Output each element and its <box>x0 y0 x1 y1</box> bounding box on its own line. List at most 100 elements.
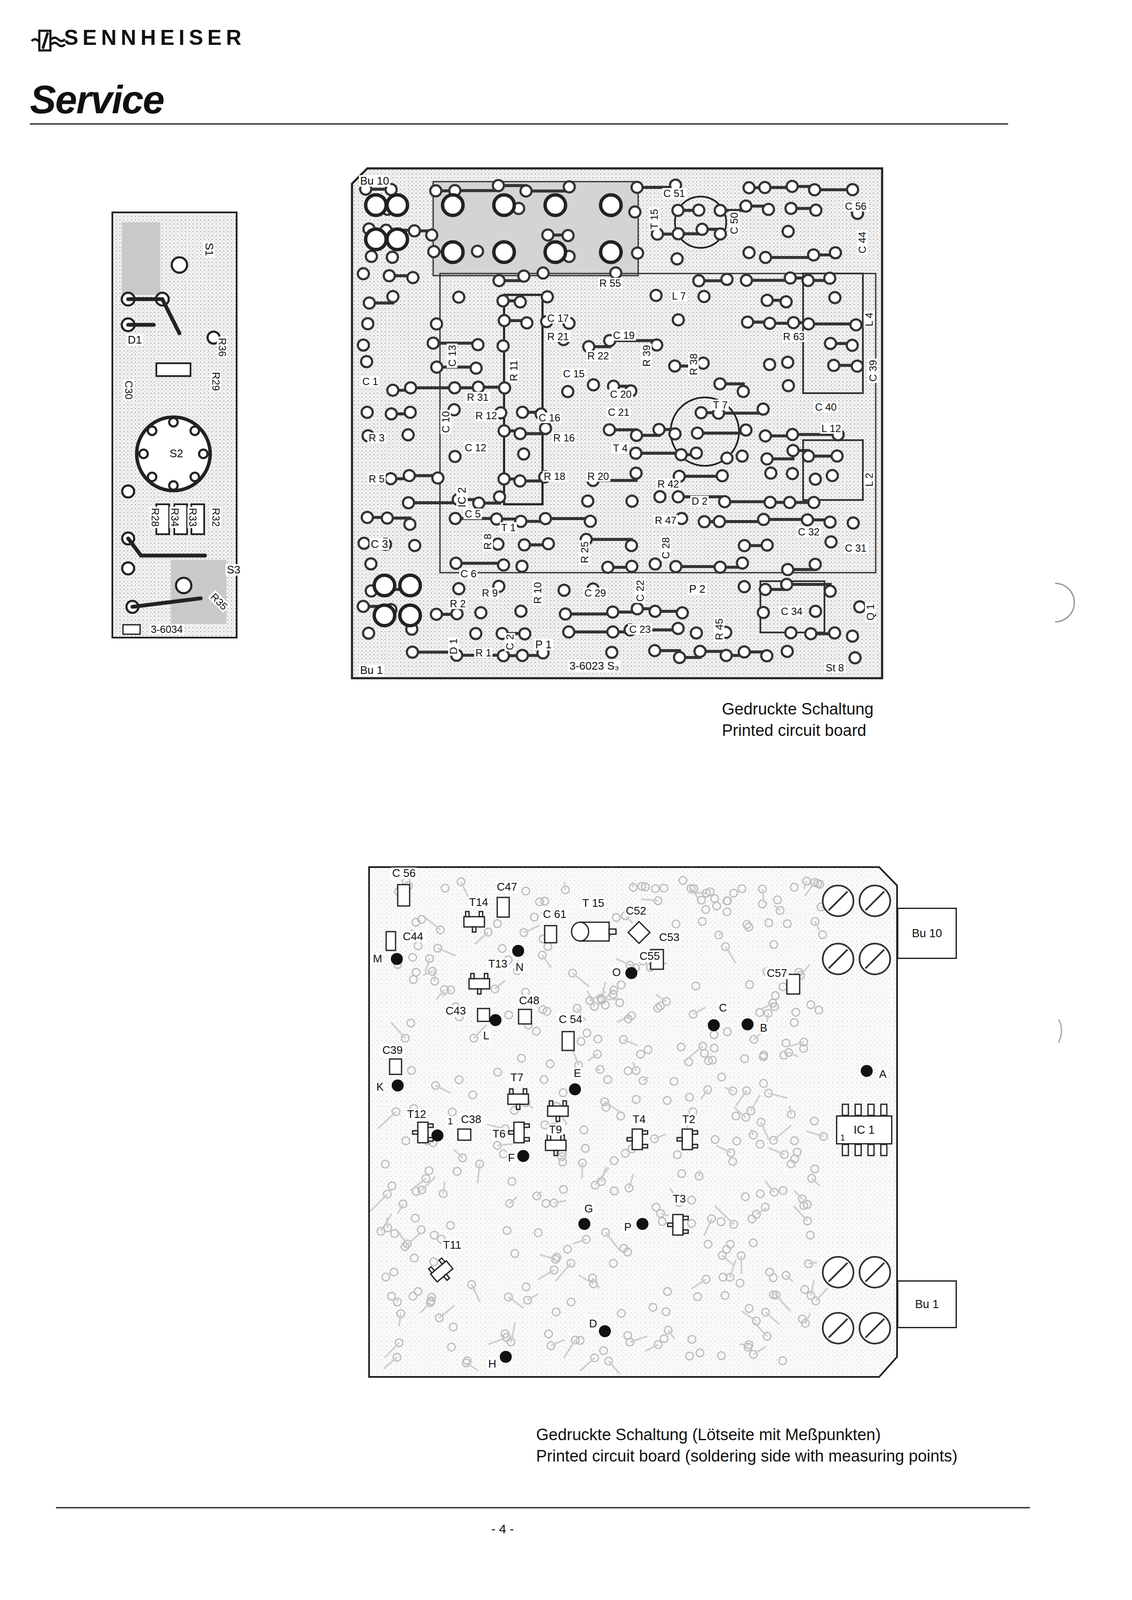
component-label: T7 <box>509 1071 525 1083</box>
faint-pad <box>388 1181 396 1190</box>
faint-pad <box>710 894 719 902</box>
faint-pad <box>583 1028 591 1037</box>
faint-pad <box>609 1258 618 1267</box>
punch-hole-mark <box>1055 583 1075 622</box>
component-label: T 4 <box>611 442 629 454</box>
solder-pad <box>764 317 776 329</box>
solder-pad <box>357 339 370 351</box>
faint-trace <box>398 1313 401 1326</box>
faint-pad <box>381 1159 390 1168</box>
faint-trace <box>750 1129 754 1135</box>
faint-trace <box>497 1143 513 1145</box>
solder-pad <box>520 185 532 197</box>
solder-pad <box>365 250 377 262</box>
component-label: T3 <box>671 1192 687 1205</box>
solder-pad <box>698 516 710 528</box>
solder-pad <box>518 448 530 460</box>
solder-pad <box>759 430 772 442</box>
solder-pad <box>432 472 444 484</box>
faint-pad <box>728 1157 737 1165</box>
copper-trace <box>675 566 721 568</box>
solder-pad <box>365 557 377 569</box>
faint-pad <box>559 1184 568 1193</box>
faint-pad <box>453 1167 461 1175</box>
solder-pad <box>516 406 528 418</box>
component-label: P 2 <box>687 583 707 595</box>
component-label: R36 <box>216 336 228 358</box>
measuring-point-label: C <box>717 1001 729 1014</box>
faint-trace <box>725 946 737 963</box>
solder-pad <box>602 561 614 573</box>
faint-pad <box>412 917 420 926</box>
faint-pad <box>806 1230 815 1239</box>
solder-pad <box>757 403 769 415</box>
faint-trace <box>753 1346 766 1354</box>
faint-pad <box>441 884 449 892</box>
component-label: C 10 <box>440 409 452 435</box>
solder-pad <box>738 580 750 593</box>
faint-pad <box>704 1056 713 1065</box>
solder-pad <box>764 496 776 508</box>
faint-pad <box>755 1008 764 1016</box>
solder-pad <box>427 337 439 349</box>
faint-pad <box>790 1018 798 1027</box>
component-label: C 13 <box>446 343 458 368</box>
component-label: R 25 <box>579 539 590 565</box>
component-label: T6 <box>491 1127 507 1140</box>
faint-pad <box>770 940 778 948</box>
node-text: Bu 1 <box>914 1297 939 1311</box>
faint-pad <box>719 1272 728 1281</box>
faint-pad <box>412 967 420 976</box>
solder-pad <box>361 511 373 523</box>
solder-pad <box>514 428 526 440</box>
faint-pad <box>692 981 700 990</box>
solder-pad <box>516 560 528 572</box>
faint-trace <box>386 1217 388 1228</box>
component-label: C53 <box>657 931 681 943</box>
solder-pad <box>758 513 770 525</box>
component-label: S1 <box>202 241 215 258</box>
faint-pad <box>759 1079 768 1087</box>
solder-pad <box>737 385 749 397</box>
faint-pad <box>791 1008 800 1016</box>
faint-trace <box>437 947 456 956</box>
solder-pad <box>472 339 484 351</box>
solder-pad <box>362 318 374 330</box>
solder-pad <box>514 296 526 308</box>
faint-trace <box>564 881 566 890</box>
measuring-point-label: G <box>583 1202 595 1215</box>
faint-pad <box>558 1157 567 1166</box>
faint-trace <box>588 1053 598 1061</box>
solder-pad <box>846 339 858 351</box>
component-label: R 5 <box>367 473 386 484</box>
component-label: T 7 <box>711 399 729 411</box>
faint-pad <box>446 1220 455 1229</box>
component-label: C 17 <box>545 312 571 324</box>
solder-pad <box>672 204 684 216</box>
faint-pad <box>447 1342 456 1351</box>
solder-pad <box>497 340 509 352</box>
faint-pad <box>552 1307 561 1316</box>
faint-trace <box>421 1176 436 1190</box>
solder-pad <box>514 475 526 487</box>
solder-pad <box>426 229 438 241</box>
solder-pad <box>606 646 618 658</box>
component-label: C 44 <box>856 230 868 255</box>
component-label: R 10 <box>532 580 543 605</box>
solder-pad <box>829 627 841 639</box>
faint-pad <box>532 1026 541 1035</box>
jack-box: Bu 10 <box>897 907 957 959</box>
solder-pad <box>626 560 638 572</box>
component-label: L 2 <box>863 471 875 488</box>
solder-pad <box>759 583 772 595</box>
solder-pad <box>721 452 733 464</box>
faint-pad <box>530 912 539 921</box>
faint-trace <box>654 1133 666 1139</box>
component-label: R 47 <box>653 514 678 526</box>
node-text: Bu 10 <box>912 926 943 940</box>
solder-pad <box>498 559 510 571</box>
faint-pad <box>765 918 773 927</box>
faint-pad <box>429 1257 438 1266</box>
large-pad <box>399 574 421 596</box>
faint-pad <box>581 1143 590 1152</box>
